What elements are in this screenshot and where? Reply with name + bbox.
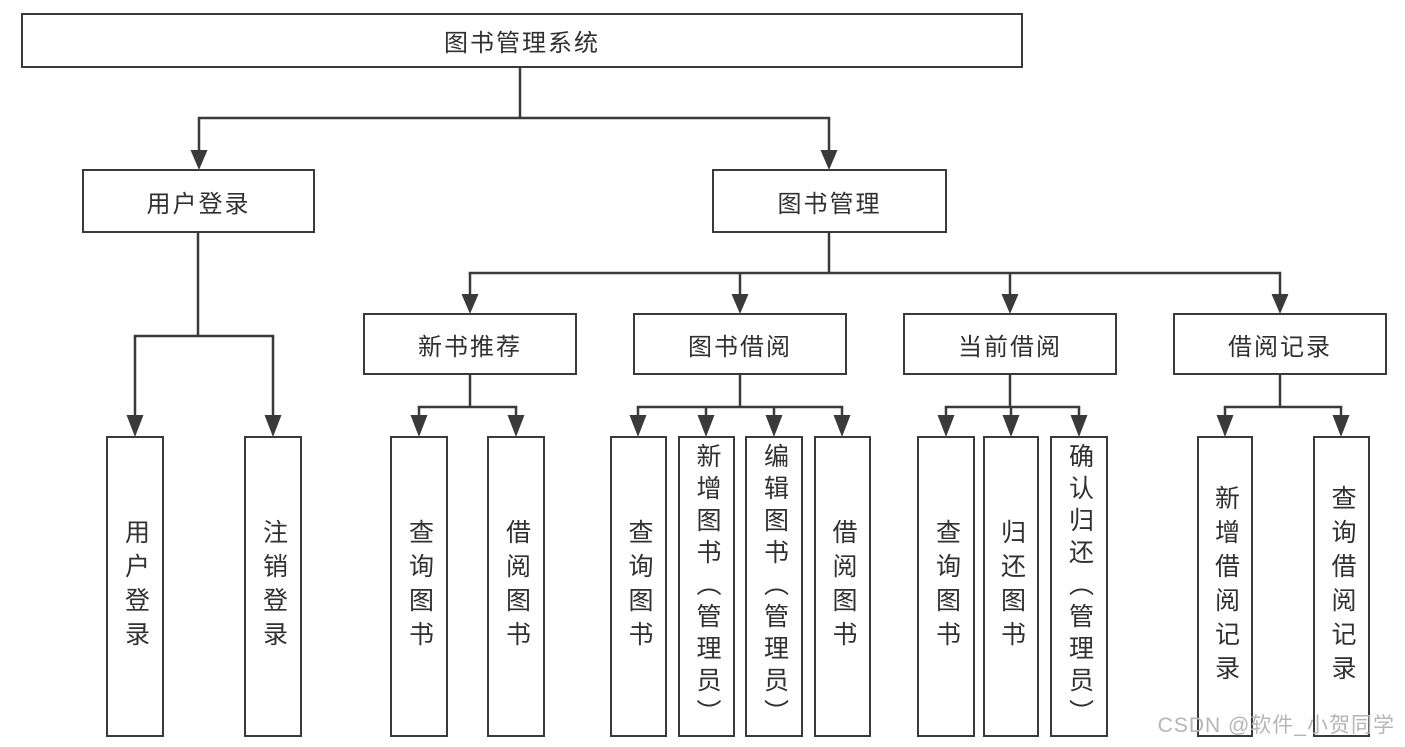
node-leaf-borrow-book-2: 借阅图书: [814, 436, 871, 737]
node-leaf-logout: 注销登录: [244, 436, 302, 737]
node-leaf-add-borrow-record-label: 新增借阅记录: [1211, 484, 1240, 689]
node-leaf-confirm-return-admin: 确认归还（管理员）: [1050, 436, 1108, 737]
node-borrow-records-label: 借阅记录: [1228, 333, 1332, 361]
node-leaf-logout-label: 注销登录: [259, 518, 288, 655]
node-leaf-query-book-1: 查询图书: [390, 436, 448, 737]
node-leaf-query-book-2: 查询图书: [610, 436, 667, 737]
node-leaf-query-borrow-record: 查询借阅记录: [1313, 436, 1370, 737]
connector-root-to-level2: [190, 68, 838, 170]
node-leaf-add-book-admin-label: 新增图书（管理员）: [693, 442, 721, 731]
node-leaf-user-login-label: 用户登录: [121, 518, 150, 655]
connector-book-borrow-to-children: [629, 375, 851, 437]
node-root: 图书管理系统: [21, 13, 1023, 68]
connector-user-login-to-children: [126, 233, 282, 437]
node-book-management: 图书管理: [712, 169, 947, 233]
node-leaf-return-book: 归还图书: [983, 436, 1039, 737]
node-leaf-query-book-2-label: 查询图书: [625, 518, 653, 655]
node-leaf-edit-book-admin: 编辑图书（管理员）: [745, 436, 803, 737]
csdn-watermark: CSDN @软件_小贺同学: [1157, 714, 1395, 737]
node-leaf-confirm-return-admin-label: 确认归还（管理员）: [1065, 442, 1094, 731]
node-borrow-records: 借阅记录: [1173, 313, 1387, 375]
connector-borrow-records-to-children: [1216, 375, 1350, 437]
node-leaf-query-book-3-label: 查询图书: [932, 518, 961, 655]
node-new-book-recommend-label: 新书推荐: [418, 333, 522, 361]
node-leaf-edit-book-admin-label: 编辑图书（管理员）: [760, 442, 789, 731]
node-new-book-recommend: 新书推荐: [363, 313, 577, 375]
connector-book-management-to-children: [461, 233, 1289, 314]
node-user-login-label: 用户登录: [146, 190, 251, 218]
node-leaf-query-book-3: 查询图书: [917, 436, 975, 737]
node-book-management-label: 图书管理: [777, 190, 882, 218]
node-leaf-query-borrow-record-label: 查询借阅记录: [1328, 484, 1356, 689]
node-leaf-return-book-label: 归还图书: [997, 518, 1026, 655]
node-current-borrow: 当前借阅: [903, 313, 1117, 375]
node-leaf-user-login: 用户登录: [106, 436, 164, 737]
node-leaf-add-borrow-record: 新增借阅记录: [1197, 436, 1253, 737]
node-current-borrow-label: 当前借阅: [958, 333, 1062, 361]
node-leaf-add-book-admin: 新增图书（管理员）: [678, 436, 735, 737]
connector-current-borrow-to-children: [937, 375, 1088, 437]
connector-new-book-to-children: [410, 375, 525, 437]
node-leaf-query-book-1-label: 查询图书: [405, 518, 434, 655]
node-book-borrow-label: 图书借阅: [688, 333, 792, 361]
node-root-label: 图书管理系统: [444, 30, 600, 57]
node-leaf-borrow-book-1: 借阅图书: [487, 436, 545, 737]
node-leaf-borrow-book-1-label: 借阅图书: [502, 518, 531, 655]
node-leaf-borrow-book-2-label: 借阅图书: [829, 518, 857, 655]
node-user-login: 用户登录: [82, 169, 315, 233]
node-book-borrow: 图书借阅: [633, 313, 847, 375]
